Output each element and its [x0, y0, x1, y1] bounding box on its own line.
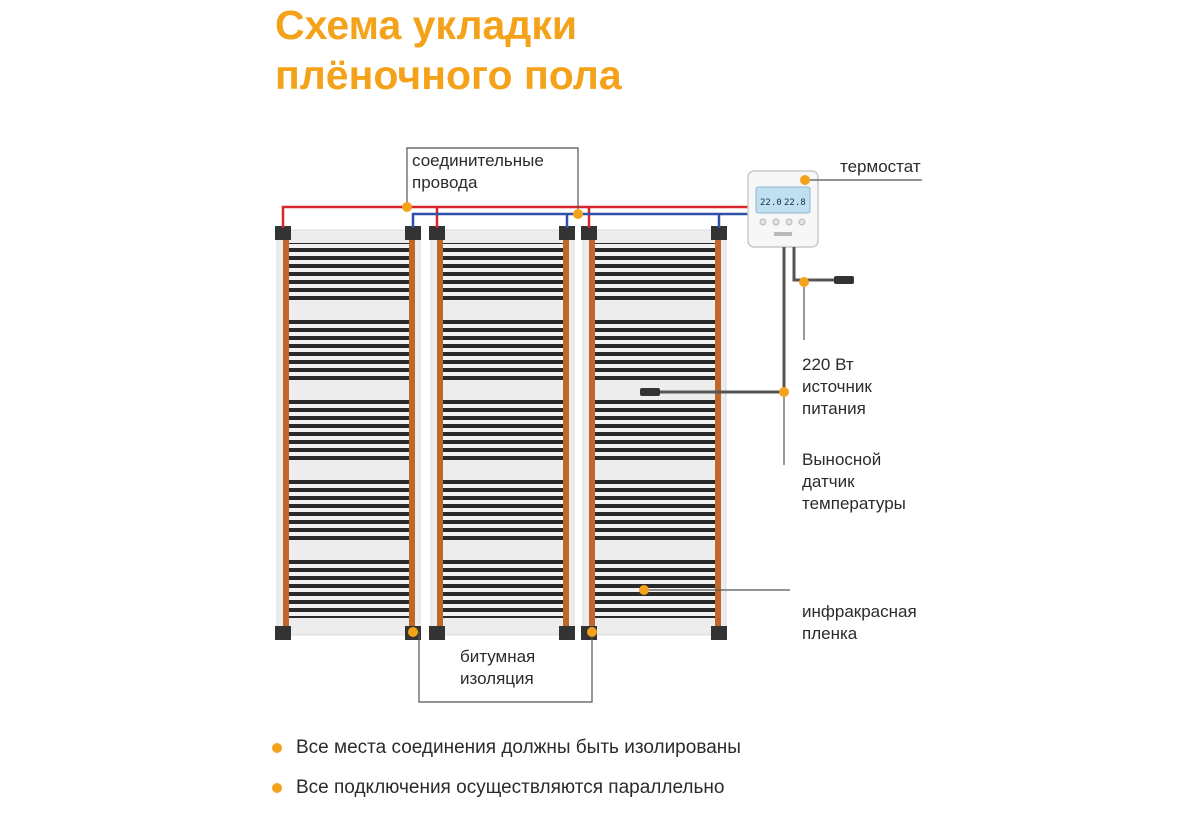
power-cable [792, 247, 836, 282]
callout-dot [587, 627, 597, 637]
bullet-dot-icon [272, 783, 282, 793]
busbar-left [283, 235, 289, 630]
callout-dot [639, 585, 649, 595]
thermostat: 22.0 22.8 [747, 170, 819, 248]
bullet-dot-icon [272, 743, 282, 753]
thermostat-left-value: 22.0 [760, 198, 782, 208]
red-wire [281, 205, 760, 228]
clamp [581, 226, 597, 240]
thermostat-button [798, 218, 806, 226]
film-stripe-block [283, 243, 414, 301]
thermostat-screen [755, 186, 811, 214]
blue-wire [411, 212, 760, 228]
film-panel-1 [275, 226, 421, 640]
clamp [711, 626, 727, 640]
film-stripe-block [283, 480, 414, 540]
bitumen-insulation-label: битумная изоляция [460, 647, 536, 688]
title-line-2: плёночного пола [275, 52, 622, 98]
film-panel-3 [581, 226, 727, 640]
note-text: Все места соединения должны быть изолиро… [296, 737, 741, 758]
film-stripe-block [437, 480, 568, 540]
film-stripe-block [589, 480, 720, 540]
thermostat-button [772, 218, 780, 226]
callout-dots [402, 175, 810, 637]
clamp [429, 626, 445, 640]
callout-connecting-wires [406, 147, 579, 214]
thermostat-right-value: 22.8 [784, 198, 806, 208]
note-item: Все места соединения должны быть изолиро… [272, 734, 741, 774]
callout-dot [779, 387, 789, 397]
film-stripe-block [283, 400, 414, 460]
note-item: Все подключения осуществляются параллель… [272, 774, 741, 814]
callout-dot [573, 209, 583, 219]
page-title: Схема укладки плёночного пола [275, 0, 622, 100]
film-stripe-block [589, 560, 720, 618]
clamp [559, 226, 575, 240]
clamp [275, 626, 291, 640]
callout-dot [799, 277, 809, 287]
title-line-1: Схема укладки [275, 2, 578, 48]
callout-dot [408, 627, 418, 637]
notes-list: Все места соединения должны быть изолиро… [272, 734, 741, 814]
clamp [405, 226, 421, 240]
thermostat-button [785, 218, 793, 226]
film-stripe-block [589, 243, 720, 301]
callout-dot [402, 202, 412, 212]
film-stripe-block [437, 243, 568, 301]
busbar-left [437, 235, 443, 630]
film-stripe-block [437, 560, 568, 618]
busbar-right [563, 235, 569, 630]
film-stripe-block [283, 560, 414, 618]
film-stripe-block [589, 400, 720, 460]
remote-sensor-label: Выносной датчик температуры [802, 450, 906, 513]
connecting-wires-label: соединительные провода [412, 151, 544, 192]
film-panel-2 [429, 226, 575, 640]
busbar-right [715, 235, 721, 630]
film-stripe-block [283, 320, 414, 380]
busbar-right [409, 235, 415, 630]
clamp [275, 226, 291, 240]
thermostat-label: термостат [840, 157, 921, 176]
power-source-label: 220 Вт источник питания [802, 355, 872, 418]
film-stripe-block [437, 400, 568, 460]
infrared-film-label: инфракрасная пленка [802, 602, 917, 643]
connecting-wires [281, 205, 760, 228]
film-stripe-block [589, 320, 720, 380]
callout-lines [406, 147, 922, 703]
thermostat-button [759, 218, 767, 226]
callout-dot [800, 175, 810, 185]
sensor-probe [640, 388, 660, 396]
clamp [711, 226, 727, 240]
film-stripe-block [437, 320, 568, 380]
note-text: Все подключения осуществляются параллель… [296, 777, 725, 798]
power-plug [834, 276, 854, 284]
busbar-left [589, 235, 595, 630]
clamp [429, 226, 445, 240]
clamp [559, 626, 575, 640]
